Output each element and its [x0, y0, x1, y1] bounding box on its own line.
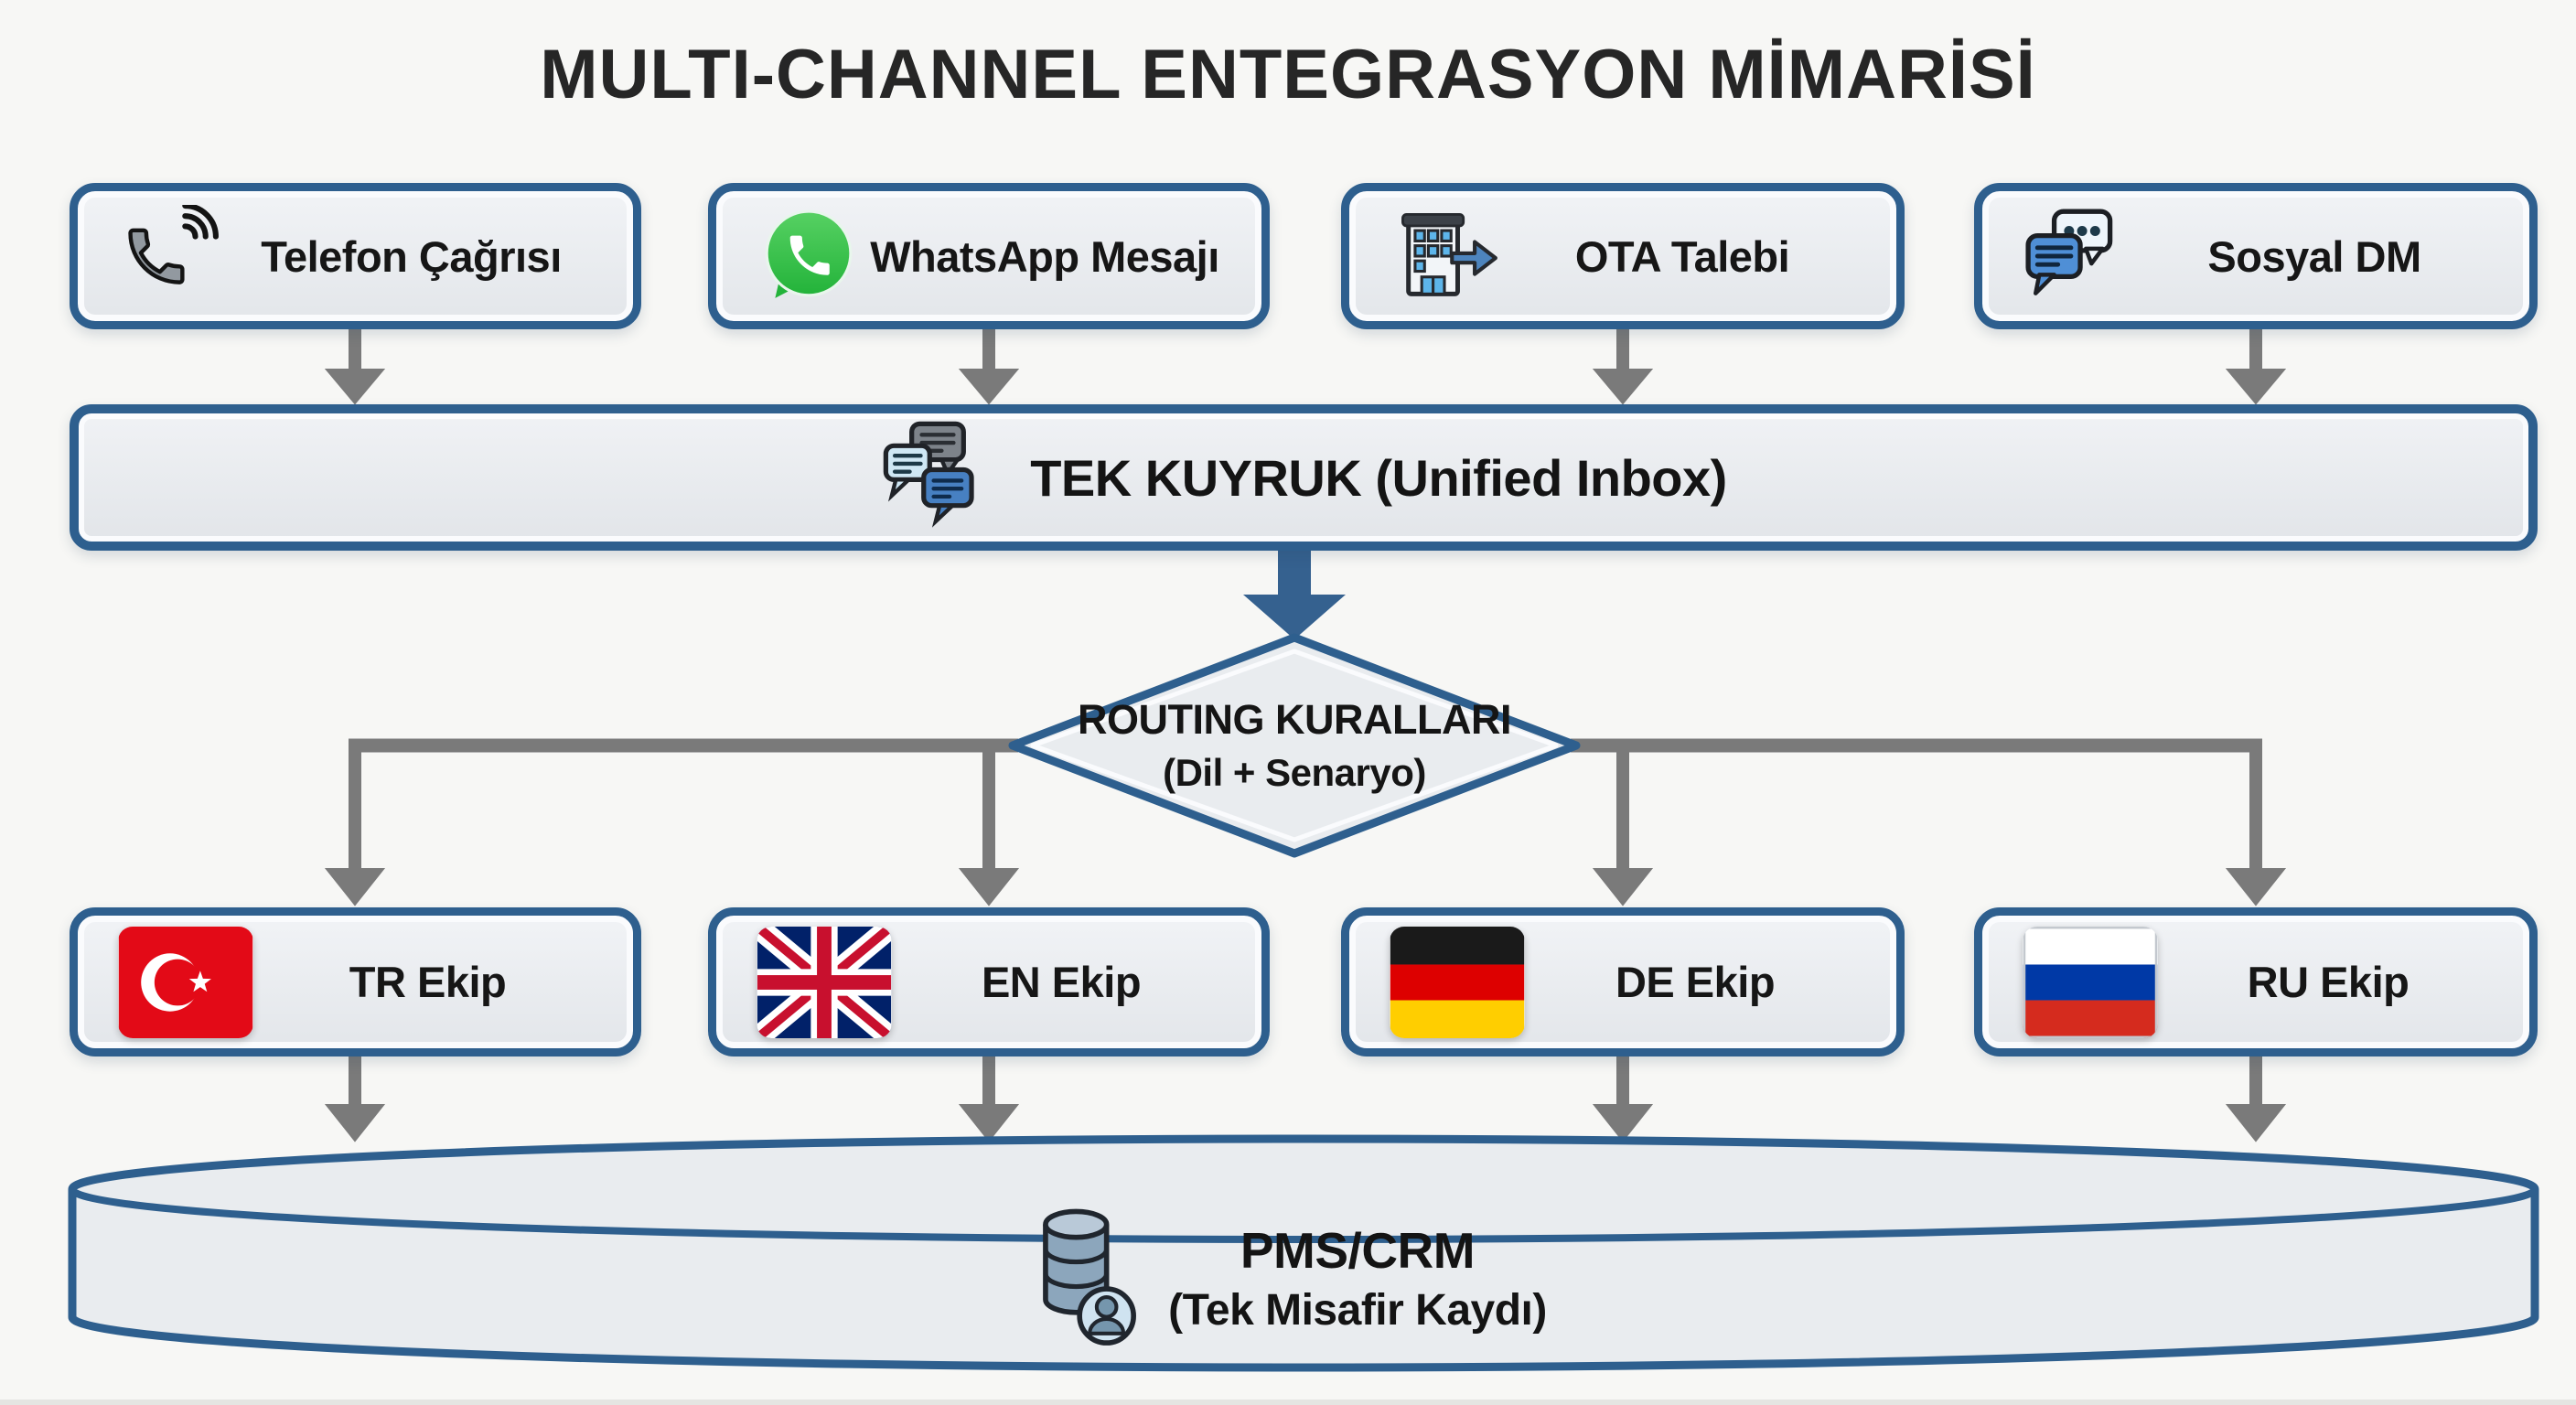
unified-inbox-bar: TEK KUYRUK (Unified Inbox) — [70, 404, 2538, 551]
team-label: DE Ekip — [1615, 958, 1776, 1006]
whatsapp-icon — [757, 205, 859, 307]
multi-chat-icon — [880, 420, 995, 536]
channel-label: Telefon Çağrısı — [261, 231, 562, 281]
page-title: MULTI-CHANNEL ENTEGRASYON MİMARİSİ — [540, 36, 2036, 113]
germany-flag — [1390, 926, 1525, 1038]
team-label: TR Ekip — [349, 958, 507, 1006]
russia-flag — [2023, 926, 2158, 1038]
team-box-tr: TR Ekip — [70, 907, 641, 1056]
team-box-en: EN Ekip — [708, 907, 1270, 1056]
pms-crm-title: PMS/CRM — [1240, 1222, 1476, 1279]
channel-label: OTA Talebi — [1574, 231, 1790, 281]
channel-label: WhatsApp Mesajı — [870, 231, 1219, 281]
inbox-to-routing-arrow — [1243, 547, 1346, 639]
pms-crm-subtitle: (Tek Misafir Kaydı) — [1168, 1286, 1547, 1335]
social-dm-icon — [2023, 206, 2131, 306]
team-label: EN Ekip — [981, 958, 1142, 1006]
turkey-flag — [118, 926, 253, 1038]
team-label: RU Ekip — [2247, 958, 2410, 1006]
phone-call-icon — [118, 205, 220, 307]
routing-diamond-shape — [1008, 633, 1581, 858]
channel-label: Sosyal DM — [2207, 231, 2421, 281]
channel-box-social: Sosyal DM — [1974, 183, 2538, 329]
channel-box-whatsapp: WhatsApp Mesajı — [708, 183, 1270, 329]
bottom-edge-strip — [0, 1400, 2576, 1405]
channel-box-ota: OTA Talebi — [1341, 183, 1905, 329]
team-box-ru: RU Ekip — [1974, 907, 2538, 1056]
team-arrows — [324, 1054, 2287, 1142]
routing-line1: ROUTING KURALLARI — [1078, 696, 1511, 743]
team-box-de: DE Ekip — [1341, 907, 1905, 1056]
channel-arrows — [324, 326, 2287, 405]
unified-inbox-label: TEK KUYRUK (Unified Inbox) — [1030, 448, 1727, 507]
routing-line2: (Dil + Senaryo) — [1163, 751, 1426, 794]
routing-branch-lines — [324, 738, 2287, 906]
uk-flag — [757, 926, 892, 1038]
channel-box-phone: Telefon Çağrısı — [70, 183, 641, 329]
routing-diamond: ROUTING KURALLARI (Dil + Senaryo) — [1013, 640, 1576, 851]
hotel-ota-icon — [1390, 206, 1499, 306]
pms-crm-node: PMS/CRM (Tek Misafir Kaydı) — [0, 1189, 2576, 1367]
database-cylinder-shape — [68, 1134, 2539, 1372]
database-guest-icon — [1029, 1203, 1137, 1354]
